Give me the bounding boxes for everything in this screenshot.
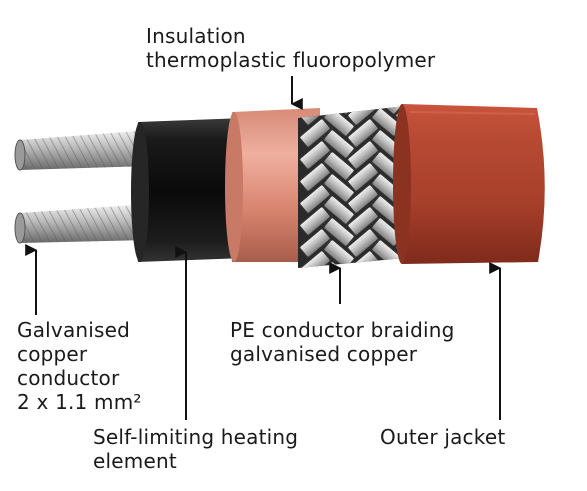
conductor-label-line1: Galvanised — [17, 318, 131, 342]
braid-strand-2 — [299, 118, 331, 148]
braid-strand-29 — [347, 272, 379, 302]
braid-strand-21 — [347, 106, 379, 126]
heating-label-line2: element — [93, 449, 177, 473]
conductor-label: Galvanised copper conductor 2 x 1.1 mm² — [17, 318, 142, 414]
heating-element-section — [131, 118, 245, 262]
braid-strand-3 — [299, 140, 331, 170]
braid-strand-20 — [347, 74, 379, 104]
braid-strand-38 — [371, 261, 403, 268]
conductor-label-line2: copper — [17, 342, 88, 366]
insulation-label: Insulation thermoplastic fluoropolymer — [146, 24, 435, 72]
jacket-label-line1: Outer jacket — [380, 425, 506, 449]
braid-strand-23 — [347, 140, 379, 170]
braid-strand-49 — [395, 272, 427, 302]
arrows — [25, 76, 502, 420]
braid-strand-40 — [395, 74, 427, 104]
jacket-label: Outer jacket — [380, 425, 505, 449]
braid-strand-14 — [323, 173, 355, 203]
braiding-label-line1: PE conductor braiding — [230, 318, 455, 342]
outer-jacket-section — [393, 104, 545, 264]
braid-strand-16 — [323, 217, 355, 247]
braid-strand-12 — [323, 129, 355, 159]
braid-strand-24 — [347, 162, 379, 192]
braid-strand-8 — [299, 250, 331, 268]
braiding-section — [298, 74, 427, 313]
conductor-label-line4: 2 x 1.1 mm² — [17, 390, 142, 414]
braid-strand-0 — [299, 74, 331, 104]
insulation-label-line1: Insulation — [146, 24, 246, 48]
braid-strand-25 — [347, 184, 379, 214]
insulation-section — [225, 108, 320, 262]
braid-strand-22 — [347, 118, 379, 148]
copper-conductor-bottom — [14, 204, 150, 244]
insulation-label-line2: thermoplastic fluoropolymer — [146, 48, 436, 72]
braid-strand-6 — [299, 206, 331, 236]
conductor-label-line3: conductor — [17, 366, 120, 390]
braid-strand-5 — [299, 184, 331, 214]
braid-strand-10 — [323, 106, 355, 115]
braid-strand-15 — [323, 195, 355, 225]
copper-conductor-top — [14, 130, 150, 171]
braid-strand-39 — [371, 283, 403, 313]
braid-strand-26 — [347, 206, 379, 236]
heating-label-line1: Self-limiting heating — [93, 425, 299, 449]
braiding-label: PE conductor braiding galvanised copper — [230, 318, 455, 366]
braiding-label-line2: galvanised copper — [230, 342, 418, 366]
braid-strand-7 — [299, 228, 331, 258]
heating-label: Self-limiting heating element — [93, 425, 298, 473]
braid-strand-9 — [299, 272, 331, 302]
braid-strand-27 — [347, 228, 379, 258]
braid-strand-13 — [323, 151, 355, 181]
braid-strand-4 — [299, 162, 331, 192]
